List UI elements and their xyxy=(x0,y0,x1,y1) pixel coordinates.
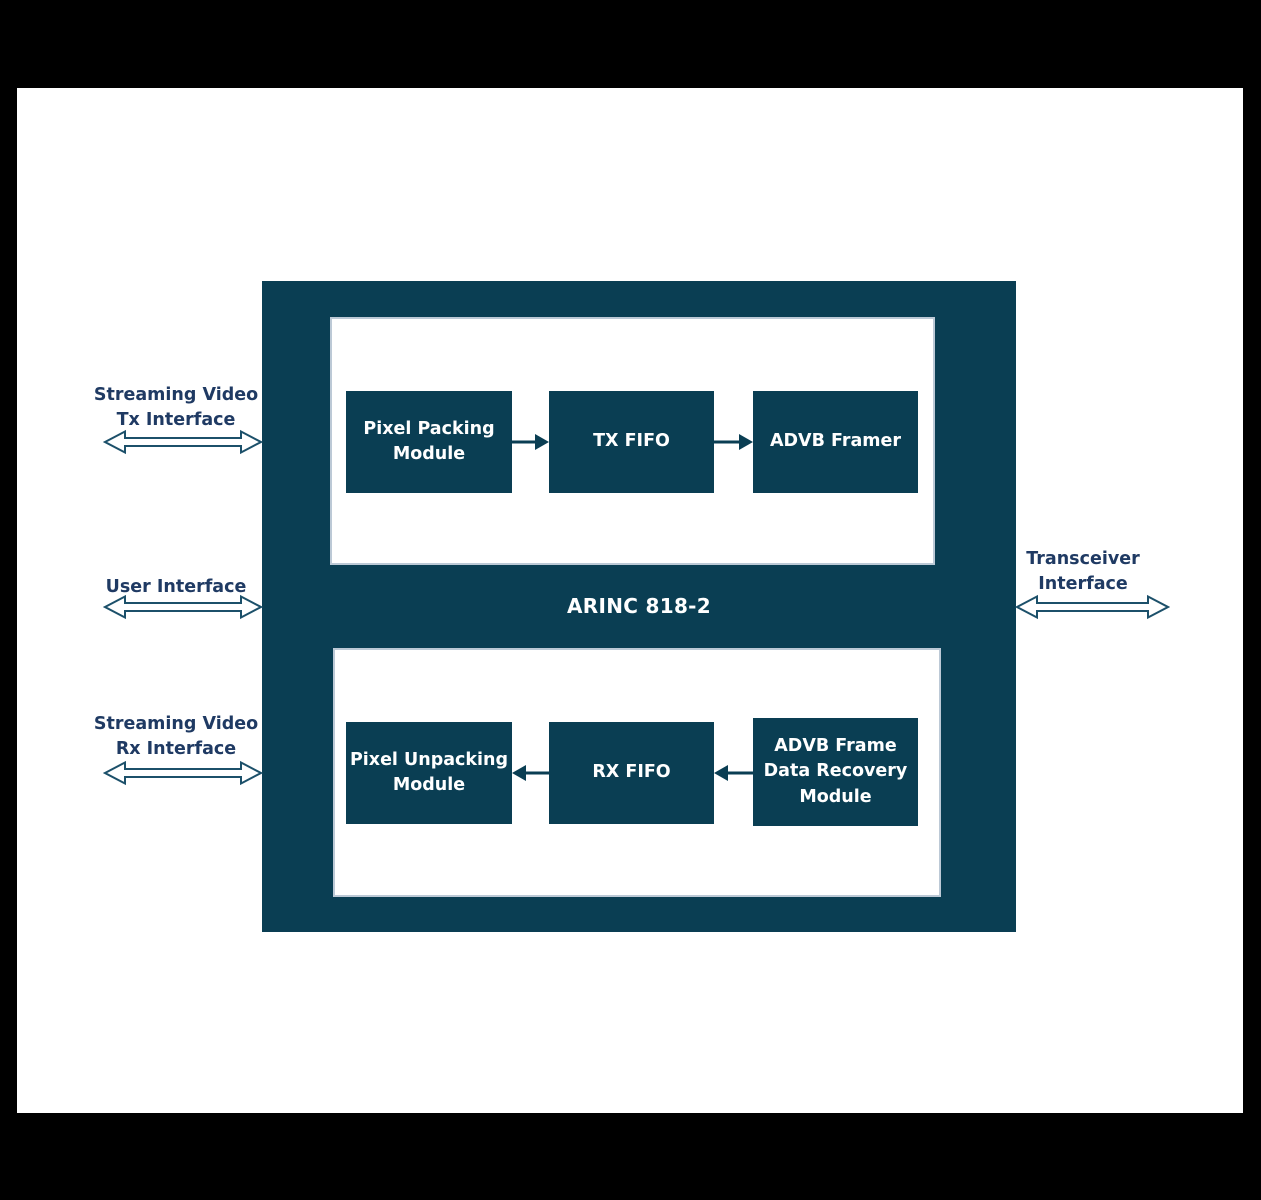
streaming-video-rx-label: Streaming Video Rx Interface xyxy=(93,714,259,759)
advb-frame-data-recovery-box: ADVB Frame Data Recovery Module xyxy=(753,718,918,826)
rx-fifo-box: RX FIFO xyxy=(549,722,714,824)
transceiver-arrow-icon xyxy=(1015,594,1170,620)
arinc-title: ARINC 818-2 xyxy=(567,594,711,618)
pixel-unpacking-module-box: Pixel Unpacking Module xyxy=(346,722,512,824)
advb-framer-box: ADVB Framer xyxy=(753,391,918,493)
pixel-packing-module-box: Pixel Packing Module xyxy=(346,391,512,493)
tx-fifo-box: TX FIFO xyxy=(549,391,714,493)
streaming-video-tx-arrow-icon xyxy=(103,429,263,455)
user-interface-arrow-icon xyxy=(103,594,263,620)
rx-flow-arrow-1-icon xyxy=(512,761,549,785)
rx-flow-arrow-2-icon xyxy=(714,761,753,785)
streaming-video-rx-arrow-icon xyxy=(103,760,263,786)
tx-flow-arrow-2-icon xyxy=(714,430,753,454)
streaming-video-tx-label: Streaming Video Tx Interface xyxy=(93,385,259,430)
user-interface-label: User Interface xyxy=(105,577,247,597)
tx-flow-arrow-1-icon xyxy=(512,430,549,454)
transceiver-interface-label: Transceiver Interface xyxy=(1026,549,1140,594)
